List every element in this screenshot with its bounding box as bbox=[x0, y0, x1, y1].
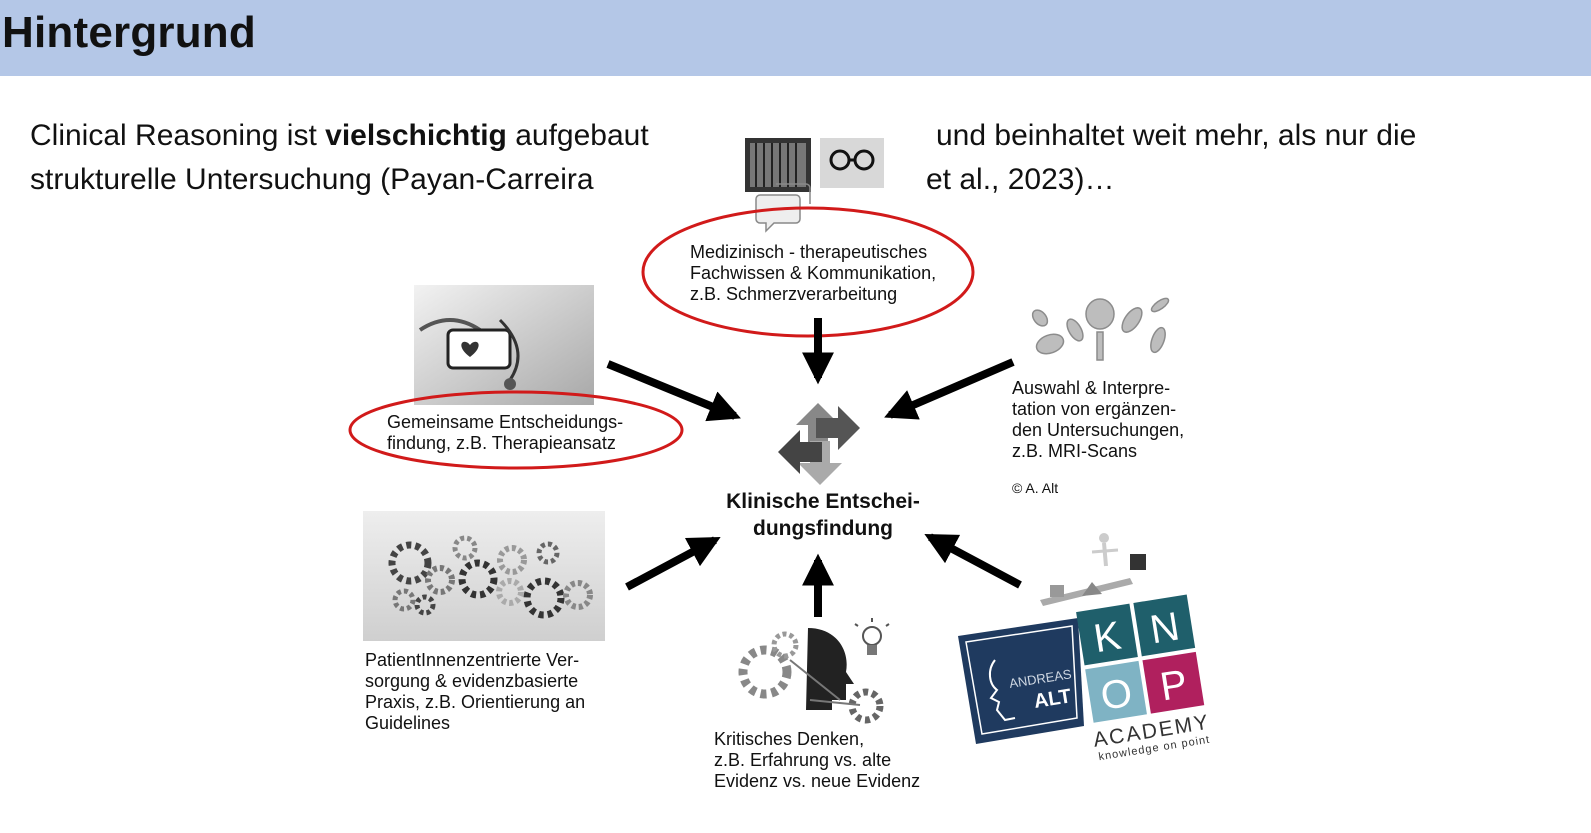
arrow-left-upper bbox=[606, 360, 741, 422]
highlight-ellipse-top bbox=[641, 206, 975, 338]
node-top-label: Medizinisch - therapeutisches Fachwissen… bbox=[690, 242, 937, 304]
intro-line-1-left: Clinical Reasoning ist vielschichtig auf… bbox=[30, 119, 649, 152]
arrow-right-lower bbox=[924, 533, 1022, 589]
intro-bold-word: vielschichtig bbox=[325, 119, 507, 152]
chat-bubble-icon bbox=[755, 183, 811, 233]
node-right-upper-label: Auswahl & Interpre- tation von ergänzen-… bbox=[1012, 378, 1185, 461]
intro-line-2-right: et al., 2023)… bbox=[926, 163, 1115, 196]
slide-title: Hintergrund bbox=[2, 8, 256, 57]
knop-academy-logo: K N O P ACADEMY knowledge on point bbox=[1076, 594, 1212, 763]
intro-line-1-right: und beinhaltet weit mehr, als nur die bbox=[936, 119, 1417, 152]
library-monitor-icon bbox=[745, 138, 884, 192]
node-left-upper-label: Gemeinsame Entscheidungs- findung, z.B. … bbox=[387, 412, 624, 453]
rotating-arrows-icon bbox=[778, 403, 860, 485]
diagram-arrows bbox=[606, 318, 1022, 617]
gears-icon bbox=[363, 511, 605, 641]
center-node-label: Klinische Entschei- dungsfindung bbox=[726, 490, 920, 540]
balance-seesaw-icon bbox=[1040, 533, 1146, 606]
logo-letter-n: N bbox=[1147, 604, 1182, 652]
arrow-right-upper bbox=[884, 358, 1015, 420]
intro-line-2-left: strukturelle Untersuchung (Payan-Carreir… bbox=[30, 163, 594, 196]
copyright-note: © A. Alt bbox=[1012, 480, 1059, 496]
node-left-lower-label: PatientInnenzentrierte Ver- sorgung & ev… bbox=[365, 650, 586, 733]
node-bottom-label: Kritisches Denken, z.B. Erfahrung vs. al… bbox=[714, 729, 921, 791]
mri-shapes-icon bbox=[1031, 297, 1170, 361]
lightbulb-icon bbox=[854, 618, 890, 655]
highlight-ellipse-left bbox=[348, 390, 684, 470]
head-gears-icon bbox=[738, 628, 884, 724]
arrow-left-lower bbox=[625, 536, 721, 591]
stethoscope-heart-icon bbox=[414, 285, 594, 405]
slide-header: Hintergrund bbox=[0, 0, 1591, 76]
andreas-alt-logo: ANDREAS ALT bbox=[958, 618, 1084, 744]
logo-letter-o: O bbox=[1098, 671, 1136, 719]
